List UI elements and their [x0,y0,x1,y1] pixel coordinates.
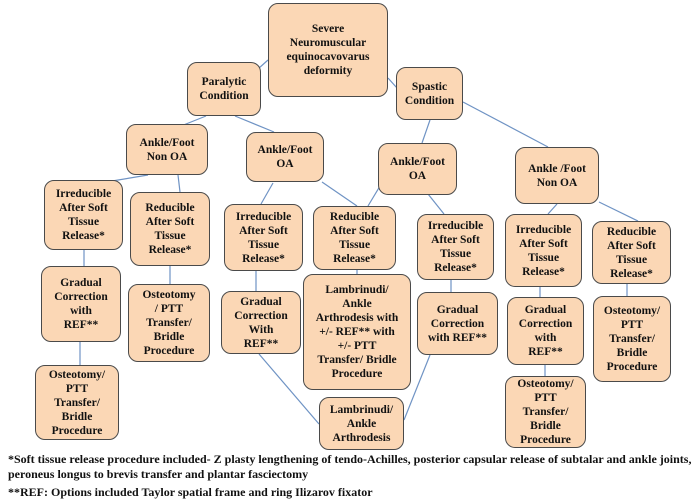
node-reducible-1: Reducible After Soft Tissue Release* [130,192,210,266]
edge-spastic-spoa [421,119,431,144]
node-lambrinudi-1: Lambrinudi/ Ankle Arthrodesis with +/- R… [303,274,411,390]
node-spastic-ankle-foot-non-oa: Ankle /Foot Non OA [515,147,599,204]
edge-spoa-n5 [427,193,445,215]
node-paralytic-condition: Paralytic Condition [187,62,261,116]
node-gradual-correction-4: Gradual Correction with REF** [507,297,584,365]
node-irreducible-1: Irreducible After Soft Tissue Release* [44,180,123,250]
node-osteotomy-4: Osteotomy/ PTT Transfer/ Bridle Procedur… [505,376,586,448]
node-osteotomy-3: Osteotomy/ PTT Transfer/ Bridle Procedur… [35,365,119,440]
edge-g2-lam2 [258,353,320,425]
node-reducible-2: Reducible After Soft Tissue Release* [313,206,396,270]
node-root: Severe Neuromuscular equinocavovarus def… [268,3,388,97]
edge-root-spastic [387,77,398,89]
node-irreducible-4: Irreducible After Soft Tissue Release* [505,214,582,287]
node-irreducible-3: Irreducible After Soft Tissue Release* [417,214,494,280]
edge-spnonoa-n6 [547,203,558,215]
edge-paroa-n3 [260,182,274,205]
footnote-ref: **REF: Options included Taylor spatial f… [8,485,373,499]
node-osteotomy-1: Osteotomy / PTT Transfer/ Bridle Procedu… [128,284,210,362]
node-gradual-correction-1: Gradual Correction with REF** [41,266,121,342]
node-gradual-correction-2: Gradual Correction With REF** [221,291,301,354]
edge-parnonoa-n2 [177,174,181,193]
edge-spnonoa-n7 [598,201,639,222]
node-paralytic-ankle-foot-oa: Ankle/Foot OA [246,132,324,182]
node-spastic-ankle-foot-oa: Ankle/Foot OA [378,143,457,195]
node-irreducible-2: Irreducible After Soft Tissue Release* [224,204,303,271]
node-osteotomy-2: Osteotomy/ PTT Transfer/ Bridle Procedur… [593,296,671,382]
node-lambrinudi-2: Lambrinudi/ Ankle Arthrodesis [319,397,404,450]
footnote-soft-tissue-release: *Soft tissue release procedure included-… [8,452,692,481]
edge-paralytic-paroa [234,115,275,133]
edge-paroa-n4 [321,181,358,207]
edge-g3-lam2 [403,354,431,421]
node-paralytic-ankle-foot-non-oa: Ankle/Foot Non OA [126,124,208,175]
node-spastic-condition: Spastic Condition [396,67,463,120]
node-gradual-correction-3: Gradual Correction with REF** [417,292,498,355]
node-reducible-3: Reducible After Soft Tissue Release* [592,221,671,284]
edge-spastic-spnonoa [462,101,549,148]
